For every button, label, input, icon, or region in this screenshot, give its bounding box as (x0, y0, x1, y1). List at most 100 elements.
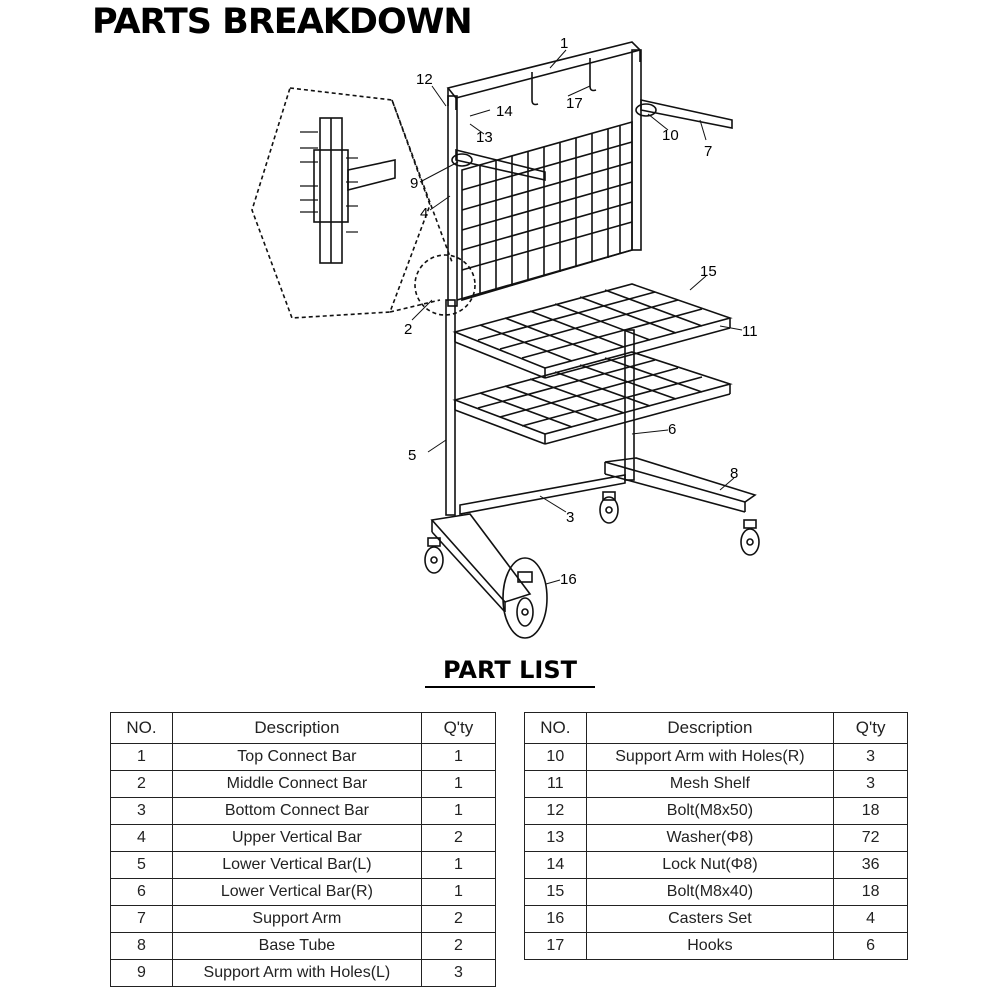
cell-qty: 1 (420, 797, 497, 825)
cell-description: Lower Vertical Bar(R) (171, 878, 422, 906)
column-header-no: NO. (524, 712, 587, 744)
cell-description: Bolt(M8x40) (585, 878, 835, 906)
callout-1: 1 (560, 35, 568, 52)
column-header-description: Description (585, 712, 835, 744)
cell-description: Mesh Shelf (585, 770, 835, 798)
cell-qty: 2 (420, 824, 497, 852)
callout-5: 5 (408, 447, 416, 464)
bottom-connect-bar (459, 474, 626, 515)
cell-description: Lock Nut(Φ8) (585, 851, 835, 879)
part-list-title: PART LIST (425, 656, 595, 688)
cell-no: 12 (524, 797, 587, 825)
callout-10: 10 (662, 127, 679, 144)
cell-description: Support Arm (171, 905, 422, 933)
cell-no: 9 (110, 959, 173, 987)
column-header-description: Description (171, 712, 422, 744)
cell-no: 2 (110, 770, 173, 798)
cell-qty: 1 (420, 851, 497, 879)
cell-no: 10 (524, 743, 587, 771)
cell-no: 15 (524, 878, 587, 906)
cell-qty: 18 (833, 878, 908, 906)
callout-6: 6 (668, 421, 676, 438)
callout-leaders (411, 49, 743, 585)
callout-8: 8 (730, 465, 738, 482)
base-tube-right (604, 457, 757, 513)
cell-qty: 72 (833, 824, 908, 852)
column-header-qty: Q'ty (833, 712, 908, 744)
cell-no: 16 (524, 905, 587, 933)
top-connect-bar (446, 41, 642, 110)
cell-description: Support Arm with Holes(L) (171, 959, 422, 987)
support-arm-right (635, 99, 733, 129)
callout-3: 3 (566, 509, 574, 526)
cell-no: 5 (110, 851, 173, 879)
callout-17: 17 (566, 95, 583, 112)
parts-breakdown-diagram: 1 2 3 4 5 6 7 8 9 10 11 12 13 14 15 16 1… (251, 35, 760, 639)
cell-description: Bolt(M8x50) (585, 797, 835, 825)
cell-no: 11 (524, 770, 587, 798)
casters-set (424, 491, 760, 639)
cell-description: Middle Connect Bar (171, 770, 422, 798)
callout-labels: 1 2 3 4 5 6 7 8 9 10 11 12 13 14 15 16 1… (404, 35, 758, 588)
detail-inset (251, 87, 476, 319)
callout-7: 7 (704, 143, 712, 160)
callout-16: 16 (560, 571, 577, 588)
cell-qty: 3 (833, 743, 908, 771)
callout-15: 15 (700, 263, 717, 280)
cell-qty: 1 (420, 878, 497, 906)
callout-12: 12 (416, 71, 433, 88)
cell-no: 17 (524, 932, 587, 960)
cell-description: Lower Vertical Bar(L) (171, 851, 422, 879)
table-header-row: NO. Description Q'ty (110, 712, 497, 744)
cell-qty: 3 (833, 770, 908, 798)
cell-description: Washer(Φ8) (585, 824, 835, 852)
cell-qty: 3 (420, 959, 497, 987)
cell-qty: 18 (833, 797, 908, 825)
cell-description: Casters Set (585, 905, 835, 933)
cell-description: Bottom Connect Bar (171, 797, 422, 825)
base-tube-left (430, 513, 532, 613)
callout-11: 11 (742, 323, 758, 340)
cell-qty: 6 (833, 932, 908, 960)
mesh-shelf-lower (452, 351, 733, 445)
cell-qty: 2 (420, 905, 497, 933)
cell-qty: 36 (833, 851, 908, 879)
cell-no: 7 (110, 905, 173, 933)
callout-13: 13 (476, 129, 493, 146)
table-header-row: NO. Description Q'ty (524, 712, 908, 744)
cell-description: Support Arm with Holes(R) (585, 743, 835, 771)
cell-description: Base Tube (171, 932, 422, 960)
callout-2: 2 (404, 321, 412, 338)
mesh-shelf-upper (452, 283, 733, 379)
cell-description: Top Connect Bar (171, 743, 422, 771)
column-header-qty: Q'ty (420, 712, 497, 744)
cell-no: 6 (110, 878, 173, 906)
column-header-no: NO. (110, 712, 173, 744)
callout-4: 4 (420, 205, 428, 222)
callout-9: 9 (410, 175, 418, 192)
cell-qty: 1 (420, 743, 497, 771)
support-arm-left (451, 148, 546, 181)
cell-qty: 1 (420, 770, 497, 798)
middle-connect-bar (456, 249, 633, 301)
cell-qty: 4 (833, 905, 908, 933)
cell-description: Hooks (585, 932, 835, 960)
page-title: PARTS BREAKDOWN (92, 2, 473, 42)
back-mesh-panel (461, 120, 633, 302)
cell-no: 13 (524, 824, 587, 852)
